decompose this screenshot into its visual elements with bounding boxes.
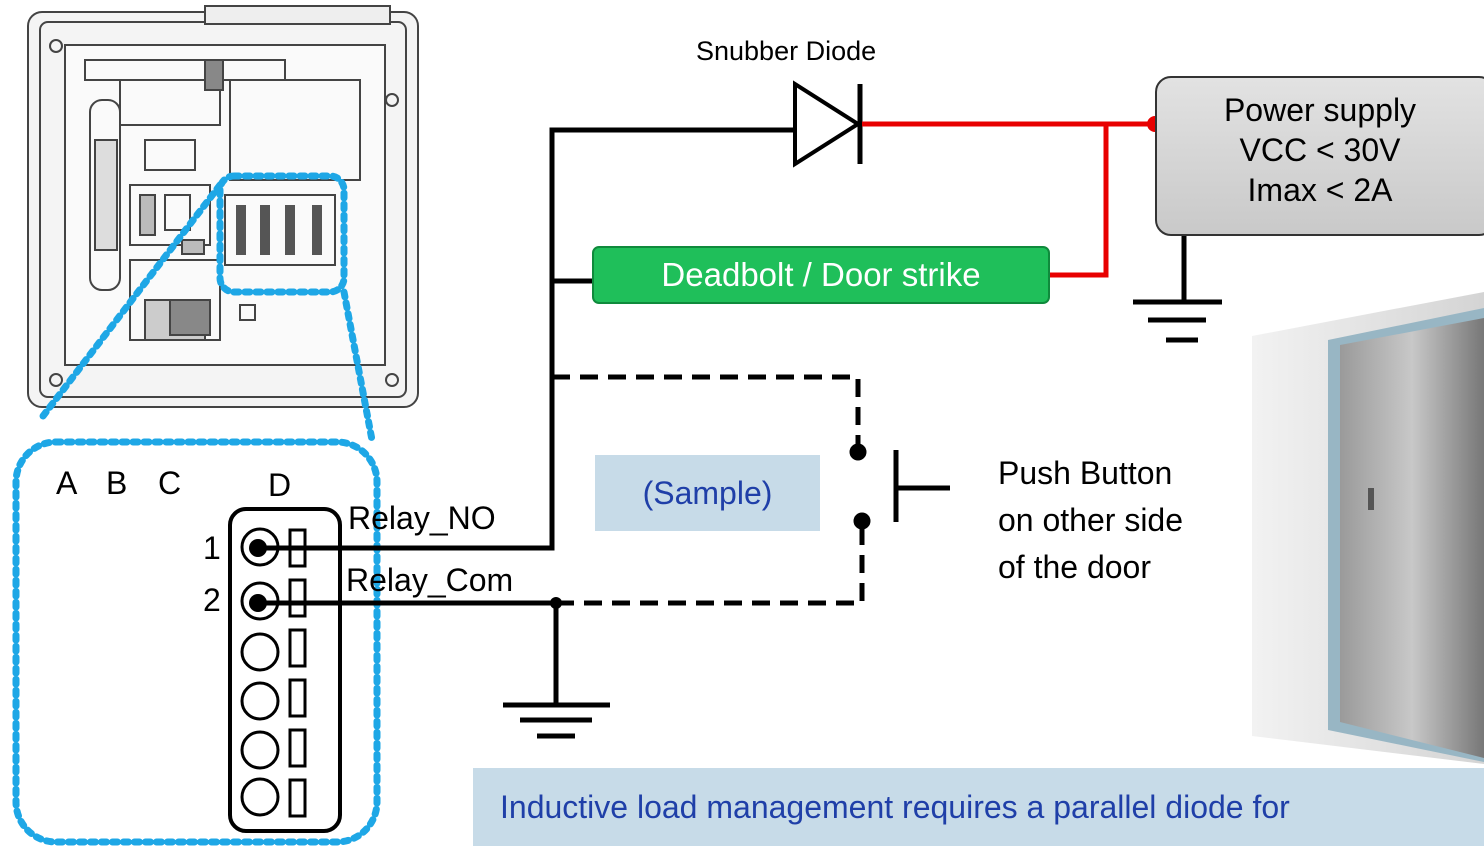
note-banner: Inductive load management requires a par… [473,768,1484,846]
deadbolt-label: Deadbolt / Door strike [661,256,981,293]
relay-no-wire [258,127,795,551]
pin-1-label: 1 [203,530,221,566]
push-button-line-2: on other side [998,502,1184,538]
terminal-dot-2 [249,594,267,612]
power-supply-title: Power supply [1223,92,1417,128]
snubber-diode-label: Snubber Diode [696,36,877,66]
terminal-letter-b: B [106,465,128,501]
deadbolt-door-strike-box: Deadbolt / Door strike [592,246,1050,304]
note-text: Inductive load management requires a par… [500,788,1290,825]
terminal-letter-c: C [158,465,182,501]
push-button-line-3: of the door [998,549,1151,585]
junction-dot [550,597,562,609]
terminal-letter-d: D [268,467,292,503]
power-supply-box: Power supply VCC < 30V Imax < 2A [1155,76,1484,236]
door-image [1252,292,1484,764]
sample-tag: (Sample) [595,455,820,531]
terminal-letter-a: A [56,465,78,501]
pin-2-label: 2 [203,582,221,618]
power-supply-imax: Imax < 2A [1247,172,1393,208]
push-button-switch [849,443,950,530]
power-wire [862,121,1157,278]
terminal-dot-1 [249,539,267,557]
power-supply-vcc: VCC < 30V [1239,132,1401,168]
push-button-wiring [552,374,865,606]
push-button-line-1: Push Button [998,455,1173,491]
push-button-label: Push Button on other side of the door [998,450,1183,591]
ground-symbol [503,702,610,739]
highlight-dotted-outline [12,172,381,846]
relay-com-wire [258,600,559,705]
relay-com-label: Relay_Com [346,562,514,598]
relay-no-label: Relay_NO [348,500,496,536]
terminal-block [228,507,342,833]
diode-symbol [793,80,863,168]
sample-label: (Sample) [642,474,773,511]
